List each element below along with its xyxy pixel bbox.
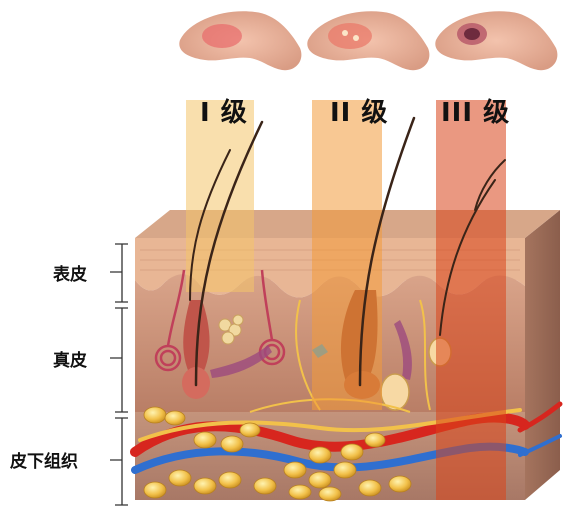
subcutaneous-label: 皮下组织 <box>10 452 78 472</box>
layer-brackets <box>110 243 128 506</box>
epidermis-label: 表皮 <box>53 265 87 285</box>
dermis-label: 真皮 <box>53 351 87 371</box>
block-side-face <box>525 210 560 500</box>
fat-cells <box>143 406 412 502</box>
degree-3-label: III 级 <box>441 98 511 128</box>
hair-shafts <box>189 116 506 387</box>
degree-3-depth-bar <box>436 100 506 500</box>
hand-third-degree-image <box>435 11 558 71</box>
degree-1-label: I 级 <box>200 98 248 128</box>
degree-1-depth-bar <box>186 100 254 292</box>
sebaceous-gland <box>218 314 244 345</box>
hand-second-degree-image <box>307 11 430 71</box>
arrector-pili-muscle <box>210 320 412 380</box>
degree-2-label: II 级 <box>330 98 389 128</box>
degree-2-depth-bar <box>312 100 382 410</box>
hand-first-degree-image <box>179 11 302 71</box>
